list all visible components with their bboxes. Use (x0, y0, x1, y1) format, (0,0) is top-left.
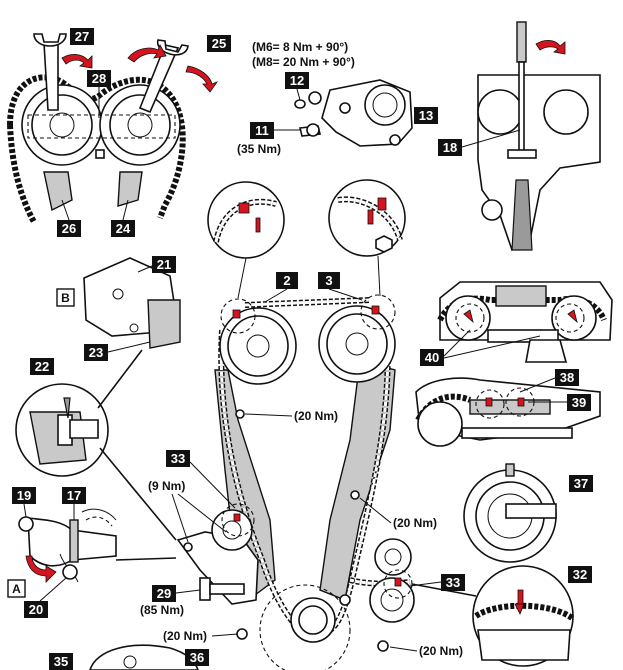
callout-11: 11 (250, 122, 274, 139)
callout-24: 24 (111, 220, 135, 237)
callout-2: 2 (276, 272, 298, 289)
svg-text:19: 19 (17, 488, 31, 503)
svg-text:25: 25 (212, 36, 226, 51)
torque-85nm: (85 Nm) (140, 603, 184, 617)
tensioner-illustration (83, 257, 181, 349)
torque-35nm: (35 Nm) (237, 142, 281, 156)
callout-40: 40 (420, 349, 444, 366)
svg-text:22: 22 (35, 359, 49, 374)
zoom-circle-right (328, 179, 406, 297)
callout-19: 19 (12, 487, 36, 504)
svg-text:32: 32 (573, 567, 587, 582)
assembly-38-39 (415, 377, 601, 447)
callout-13: 13 (414, 107, 438, 124)
svg-text:36: 36 (190, 650, 204, 665)
callout-18: 18 (438, 139, 462, 156)
svg-text:26: 26 (62, 221, 76, 236)
callout-22: 22 (30, 358, 54, 375)
torque-20nm-lower-left: (20 Nm) (163, 629, 207, 643)
zoom-circle-22 (15, 383, 109, 477)
callout-28: 28 (87, 70, 111, 87)
svg-text:37: 37 (574, 476, 588, 491)
svg-text:35: 35 (54, 654, 68, 669)
svg-text:29: 29 (157, 586, 171, 601)
callout-12: 12 (285, 72, 309, 89)
torque-m8: (M8= 20 Nm + 90°) (252, 55, 355, 69)
pulley-37 (463, 463, 557, 563)
zoom-circle-left (207, 181, 285, 299)
svg-text:24: 24 (116, 221, 131, 236)
camshaft-holding-illustration (7, 33, 219, 224)
torque-9nm: (9 Nm) (148, 479, 185, 493)
svg-text:12: 12 (290, 73, 304, 88)
svg-text:17: 17 (67, 488, 81, 503)
callout-36: 36 (185, 649, 209, 666)
callout-17: 17 (62, 487, 86, 504)
callout-26: 26 (57, 220, 81, 237)
view-a-label: A (7, 579, 26, 598)
callout-33-lower: 33 (441, 574, 465, 591)
torque-20nm-right: (20 Nm) (393, 516, 437, 530)
callout-35: 35 (49, 653, 73, 670)
svg-text:27: 27 (75, 29, 89, 44)
callout-23: 23 (84, 344, 108, 361)
svg-text:18: 18 (443, 140, 457, 155)
torque-m6: (M6= 8 Nm + 90°) (252, 40, 348, 54)
svg-text:B: B (61, 291, 70, 305)
view-b-label: B (56, 288, 75, 307)
svg-text:A: A (12, 582, 21, 596)
svg-text:2: 2 (283, 273, 290, 288)
bottom-parts-35-36 (89, 644, 199, 670)
torque-20nm-center: (20 Nm) (294, 409, 338, 423)
torque-20nm-lower-right: (20 Nm) (419, 644, 463, 658)
svg-text:38: 38 (560, 370, 574, 385)
bracket-illustration (294, 79, 413, 147)
svg-text:28: 28 (92, 71, 106, 86)
callout-27: 27 (70, 28, 94, 45)
callout-3: 3 (318, 272, 340, 289)
main-timing-chain (214, 294, 396, 670)
view-a-illustration (18, 508, 117, 583)
cover-screwdriver-illustration (477, 21, 601, 252)
callout-37: 37 (569, 475, 593, 492)
svg-text:13: 13 (419, 108, 433, 123)
svg-text:3: 3 (325, 273, 332, 288)
svg-text:21: 21 (157, 257, 171, 272)
callout-32: 32 (568, 566, 592, 583)
callout-21: 21 (152, 256, 176, 273)
callout-38: 38 (555, 369, 579, 386)
svg-text:39: 39 (572, 395, 586, 410)
svg-text:40: 40 (425, 350, 439, 365)
svg-text:33: 33 (446, 575, 460, 590)
bolt-29 (199, 577, 245, 601)
callout-33-upper: 33 (166, 450, 190, 467)
callout-25: 25 (207, 35, 231, 52)
svg-text:20: 20 (29, 602, 43, 617)
svg-text:11: 11 (255, 123, 269, 138)
guide-sprocket-33-lower (349, 538, 415, 652)
tensioner-assembly-40 (437, 281, 613, 363)
svg-text:33: 33 (171, 451, 185, 466)
callout-39: 39 (567, 394, 591, 411)
callout-20: 20 (24, 601, 48, 618)
svg-text:23: 23 (89, 345, 103, 360)
zoom-circle-32 (472, 565, 574, 667)
callout-29: 29 (152, 585, 176, 602)
